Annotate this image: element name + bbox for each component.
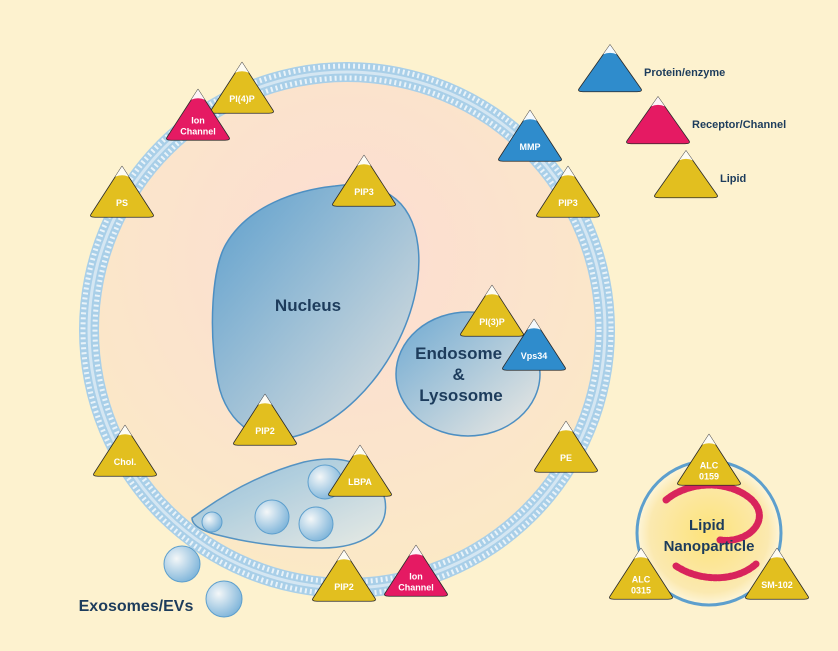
marker-lbpa: LBPA xyxy=(328,444,392,497)
marker-ps: PS xyxy=(90,165,154,218)
marker-label: PI(4)P xyxy=(229,94,255,104)
marker-label-line: PE xyxy=(560,453,572,463)
mrna-strand-icon xyxy=(672,560,760,582)
mrna-strand-icon xyxy=(662,481,763,544)
endosome-label-line: & xyxy=(452,365,464,384)
marker-label-line: PIP2 xyxy=(255,426,275,436)
protein-triangle-icon xyxy=(578,44,642,93)
marker-label-line: MMP xyxy=(520,142,541,152)
endosome-label-line: Lysosome xyxy=(419,386,502,405)
marker-label-line: Vps34 xyxy=(521,351,548,361)
exosome xyxy=(163,545,201,583)
marker-label-line: PI(3)P xyxy=(479,317,505,327)
marker-label: PS xyxy=(116,198,128,208)
marker-label-line: Ion xyxy=(191,116,205,126)
lnp-label: Lipid Nanoparticle xyxy=(664,517,755,555)
marker-label-line: ALC xyxy=(632,575,651,585)
receptor-triangle-icon xyxy=(626,96,690,145)
marker-label: PIP3 xyxy=(354,187,374,197)
marker-label-line: Channel xyxy=(398,583,434,593)
marker-label: Vps34 xyxy=(521,351,548,361)
legend-label: Lipid xyxy=(720,173,746,185)
legend-item-receptor: Receptor/Channel xyxy=(626,96,786,145)
marker-label-line: PI(4)P xyxy=(229,94,255,104)
marker-label-line: PS xyxy=(116,198,128,208)
marker-label: SM-102 xyxy=(761,580,793,590)
exosomes-label: Exosomes/EVs xyxy=(79,598,194,615)
marker-label-line: ALC xyxy=(700,461,719,471)
marker-label-line: 0159 xyxy=(699,472,719,482)
marker-sm-102: SM-102 xyxy=(745,547,809,600)
nucleus-label: Nucleus xyxy=(275,296,341,315)
membrane-heads-outer xyxy=(80,63,614,597)
marker-label: Chol. xyxy=(114,457,137,467)
mvb-vesicle xyxy=(201,511,223,533)
endosome-label-line: Endosome xyxy=(415,344,502,363)
marker-mmp: MMP xyxy=(498,109,562,162)
marker-label: PIP3 xyxy=(558,198,578,208)
legend-item-protein: Protein/enzyme xyxy=(578,44,725,93)
marker-pip2-nucleus: PIP2 xyxy=(233,393,297,446)
legend-label: Receptor/Channel xyxy=(692,119,786,131)
exosome xyxy=(205,580,243,618)
marker-pip2-bottom: PIP2 xyxy=(312,549,376,602)
legend-label: Protein/enzyme xyxy=(644,67,725,79)
marker-pi3p: PI(3)P xyxy=(460,284,524,337)
marker-label: MMP xyxy=(520,142,541,152)
marker-chol: Chol. xyxy=(93,424,157,477)
marker-label-line: PIP2 xyxy=(334,582,354,592)
marker-vps34: Vps34 xyxy=(502,318,566,371)
endosome xyxy=(395,311,541,437)
marker-label-line: PIP3 xyxy=(354,187,374,197)
marker-pip3-nucleus: PIP3 xyxy=(332,154,396,207)
endosome-label: Endosome & Lysosome xyxy=(415,344,507,405)
lnp-label-line: Lipid xyxy=(689,517,725,534)
mvb-vesicle xyxy=(298,506,334,542)
marker-label-line: SM-102 xyxy=(761,580,793,590)
marker-label-line: 0315 xyxy=(631,586,651,596)
legend-item-lipid: Lipid xyxy=(654,150,746,199)
marker-label: PIP2 xyxy=(334,582,354,592)
lipid-triangle-icon xyxy=(654,150,718,199)
marker-label-line: LBPA xyxy=(348,477,372,487)
marker-label-line: Chol. xyxy=(114,457,137,467)
marker-label-line: Channel xyxy=(180,127,216,137)
mvb-vesicle xyxy=(254,499,290,535)
marker-label-line: PIP3 xyxy=(558,198,578,208)
marker-label: PIP2 xyxy=(255,426,275,436)
lnp-label-line: Nanoparticle xyxy=(664,538,755,555)
marker-label: PE xyxy=(560,453,572,463)
marker-pe: PE xyxy=(534,420,598,473)
marker-pip3-membrane: PIP3 xyxy=(536,165,600,218)
marker-label: LBPA xyxy=(348,477,372,487)
marker-label: PI(3)P xyxy=(479,317,505,327)
marker-label-line: Ion xyxy=(409,572,423,582)
